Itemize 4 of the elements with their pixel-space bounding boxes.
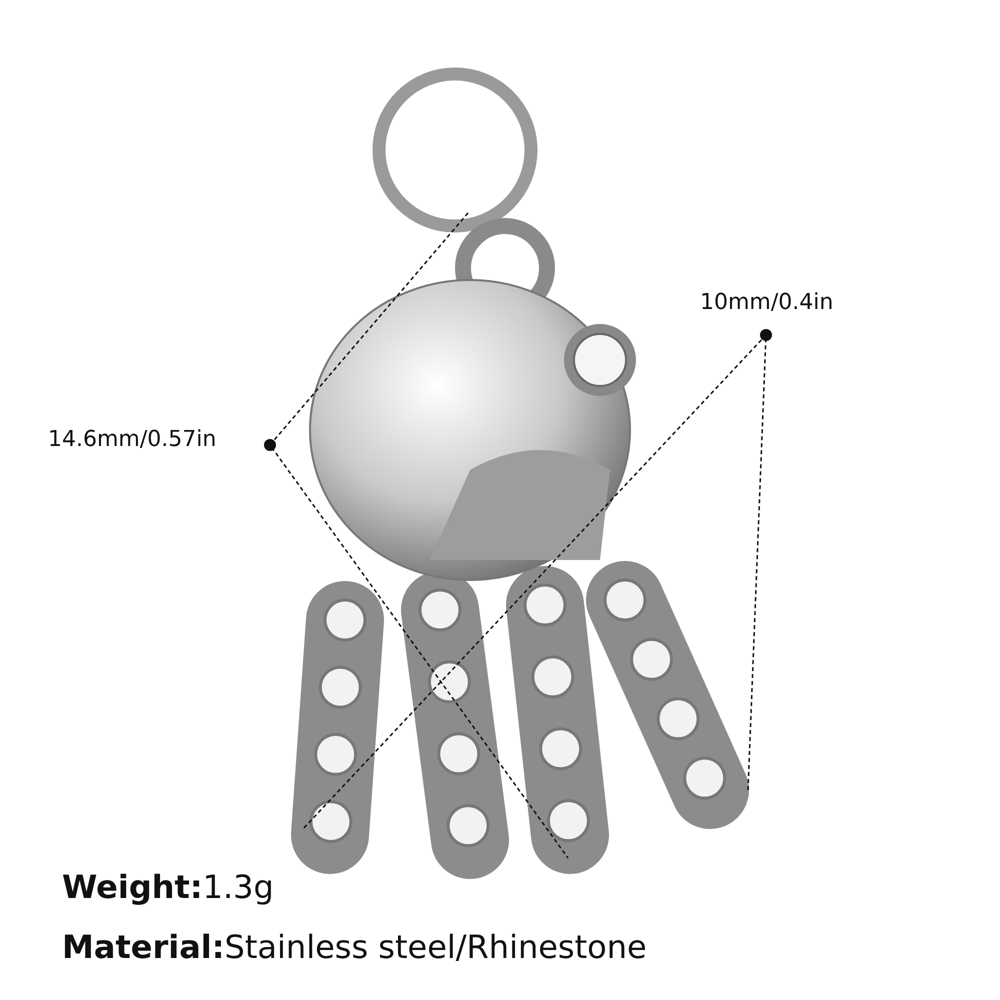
dimension-label: 14.6mm/0.57in [48, 427, 216, 452]
dimension-label: 10mm/0.4in [700, 290, 834, 315]
spec-text: Material:Stainless steel/Rhinestone [62, 928, 647, 966]
spec-text: Weight:1.3g [62, 868, 274, 906]
